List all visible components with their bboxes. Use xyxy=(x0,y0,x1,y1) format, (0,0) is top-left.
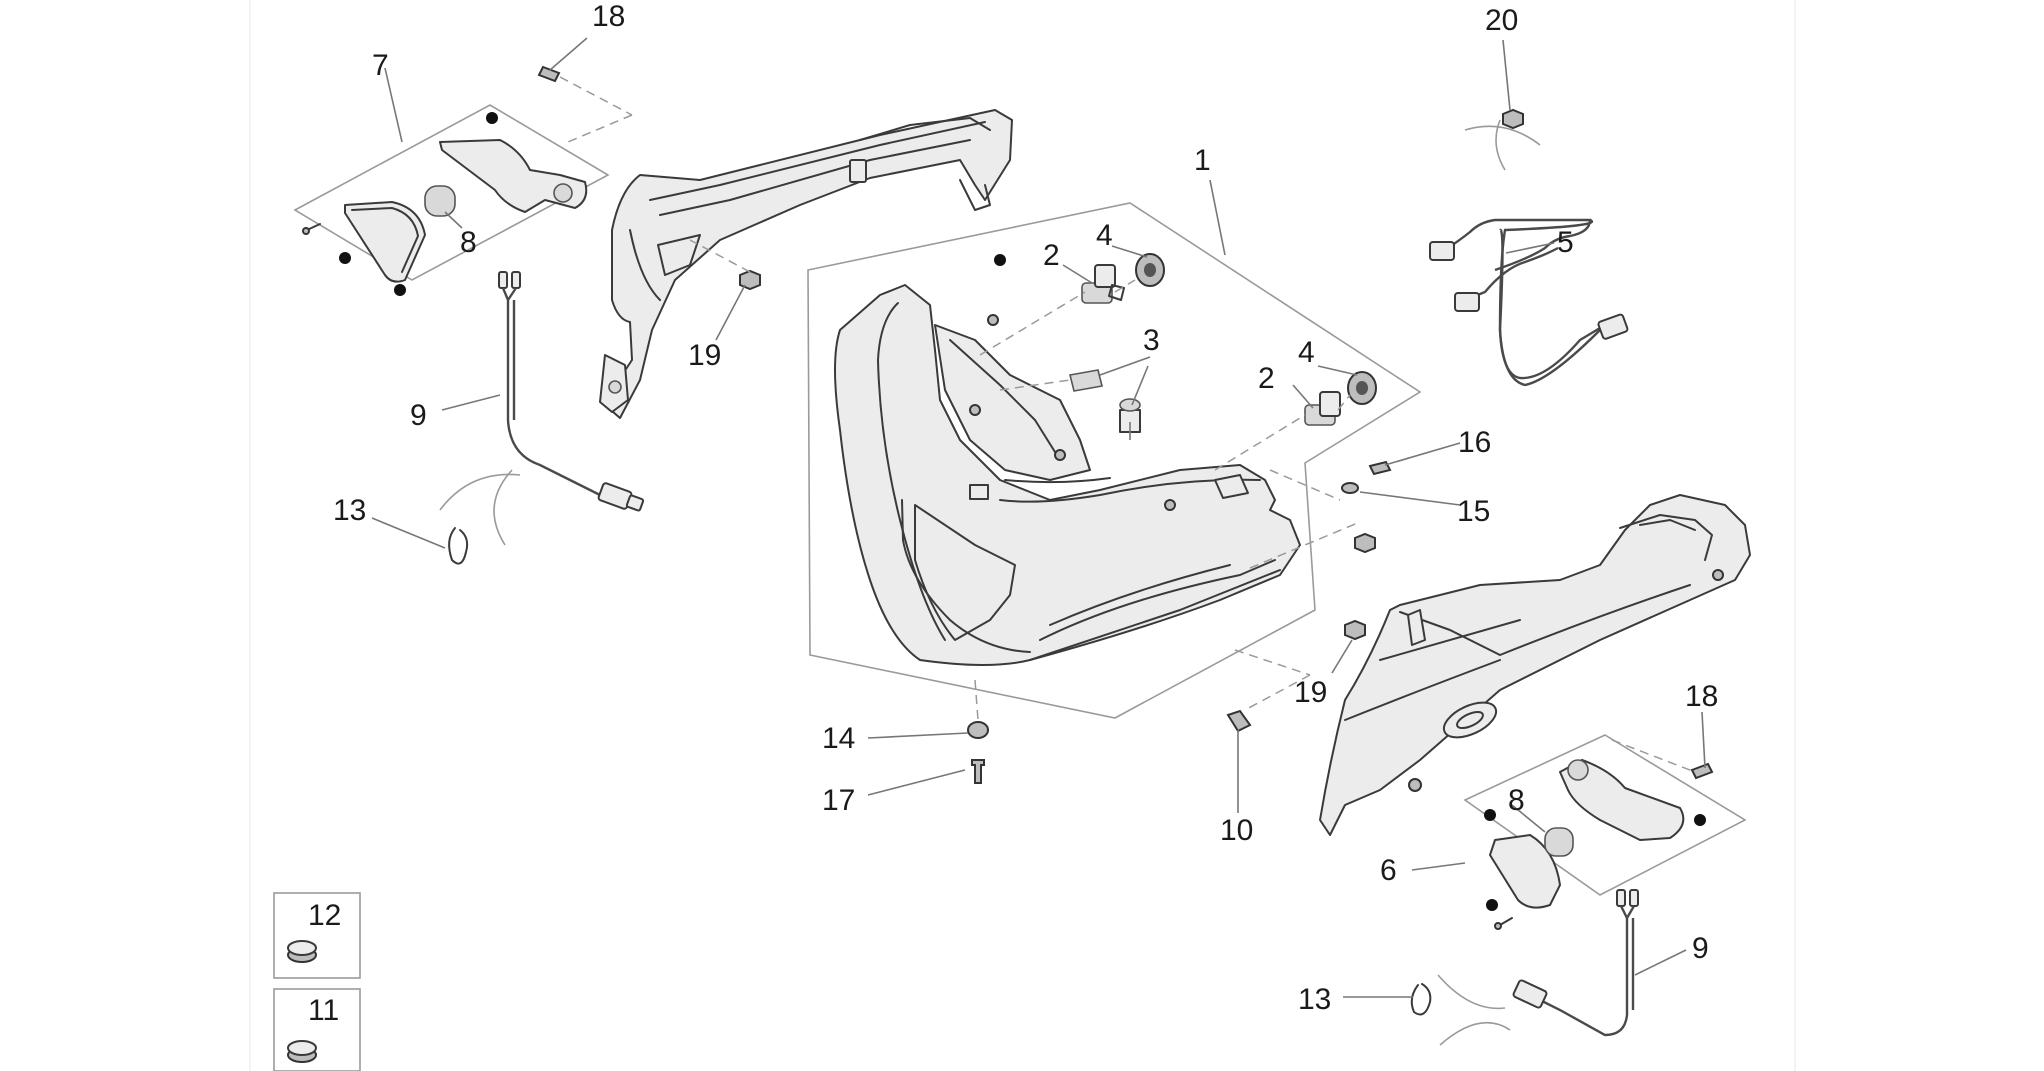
headlight-wire-harness xyxy=(1429,108,1629,387)
left-clip-13 xyxy=(439,469,521,565)
right-wire-harness xyxy=(1512,889,1639,1037)
seal-4-lower xyxy=(1347,371,1377,405)
bulb-3-position xyxy=(1069,369,1141,433)
nut-19-right xyxy=(1344,619,1366,641)
callout-2-upper: 2 xyxy=(1043,239,1060,272)
callout-1: 1 xyxy=(1194,144,1211,177)
kit-box-11 xyxy=(273,988,361,1071)
right-clip-13 xyxy=(1410,974,1511,1046)
callout-6: 6 xyxy=(1380,854,1397,887)
grommet-14 xyxy=(967,721,989,739)
headlight-assembly xyxy=(807,202,1422,721)
right-indicator-lens xyxy=(1489,834,1561,909)
callout-9-right: 9 xyxy=(1692,932,1709,965)
callout-2-lower: 2 xyxy=(1258,362,1275,395)
callout-8-right: 8 xyxy=(1508,784,1525,817)
callout-labels: 18 7 8 9 13 19 1 2 4 3 2 4 20 5 16 15 18… xyxy=(308,0,1718,1027)
harness-connector-a xyxy=(1429,241,1455,261)
callout-4-lower: 4 xyxy=(1298,336,1315,369)
callout-19-left: 19 xyxy=(688,339,721,372)
left-turn-indicator-group xyxy=(293,65,633,296)
headlight-assembly-frame xyxy=(807,202,1422,719)
callout-18-right: 18 xyxy=(1685,680,1718,713)
kit-box-12-frame xyxy=(273,892,361,979)
callout-7: 7 xyxy=(372,49,389,82)
callout-15: 15 xyxy=(1457,495,1490,528)
callout-13-right: 13 xyxy=(1298,983,1331,1016)
left-indicator-bulb xyxy=(424,185,456,217)
nut-19-left xyxy=(739,269,761,291)
callout-16: 16 xyxy=(1458,426,1491,459)
callout-12: 12 xyxy=(308,899,341,932)
bulb-2-lower xyxy=(1304,391,1341,426)
callout-8-left: 8 xyxy=(460,226,477,259)
harness-connector-b xyxy=(1454,292,1480,312)
lower-bracket-body xyxy=(1319,494,1751,836)
clip-nut-10 xyxy=(1226,709,1252,733)
kit-box-12 xyxy=(273,892,361,979)
right-turn-indicator-group xyxy=(1463,734,1747,930)
nut-20 xyxy=(1502,108,1524,130)
left-indicator-housing xyxy=(439,139,588,213)
harness-connector-c xyxy=(1597,313,1629,340)
callout-11: 11 xyxy=(308,994,339,1027)
left-indicator-lens xyxy=(344,201,426,283)
screw-17 xyxy=(971,759,985,784)
callout-19-right: 19 xyxy=(1294,676,1327,709)
screw-18-right xyxy=(1690,762,1714,780)
callout-3: 3 xyxy=(1143,324,1160,357)
lower-headlight-bracket xyxy=(1319,494,1751,836)
upper-headlight-bracket xyxy=(599,109,1013,419)
leader-lines xyxy=(371,37,1706,998)
callout-9-left: 9 xyxy=(410,399,427,432)
left-wire-harness xyxy=(498,271,645,512)
callout-14: 14 xyxy=(822,722,855,755)
bulb-2-upper xyxy=(1081,264,1125,304)
callout-13-left: 13 xyxy=(333,494,366,527)
washer-15 xyxy=(1341,482,1359,494)
right-indicator-housing xyxy=(1559,759,1685,841)
callout-10: 10 xyxy=(1220,814,1253,847)
right-indicator-bulb xyxy=(1544,827,1574,857)
callout-17: 17 xyxy=(822,784,855,817)
headlight-housing xyxy=(834,284,1301,666)
callout-5: 5 xyxy=(1557,226,1574,259)
callout-4-upper: 4 xyxy=(1096,219,1113,252)
screw-18-top xyxy=(537,65,561,83)
callout-20: 20 xyxy=(1485,4,1518,37)
nut-upper-right xyxy=(1354,532,1376,554)
seal-4-upper xyxy=(1135,253,1165,287)
callout-18-top: 18 xyxy=(592,0,625,33)
